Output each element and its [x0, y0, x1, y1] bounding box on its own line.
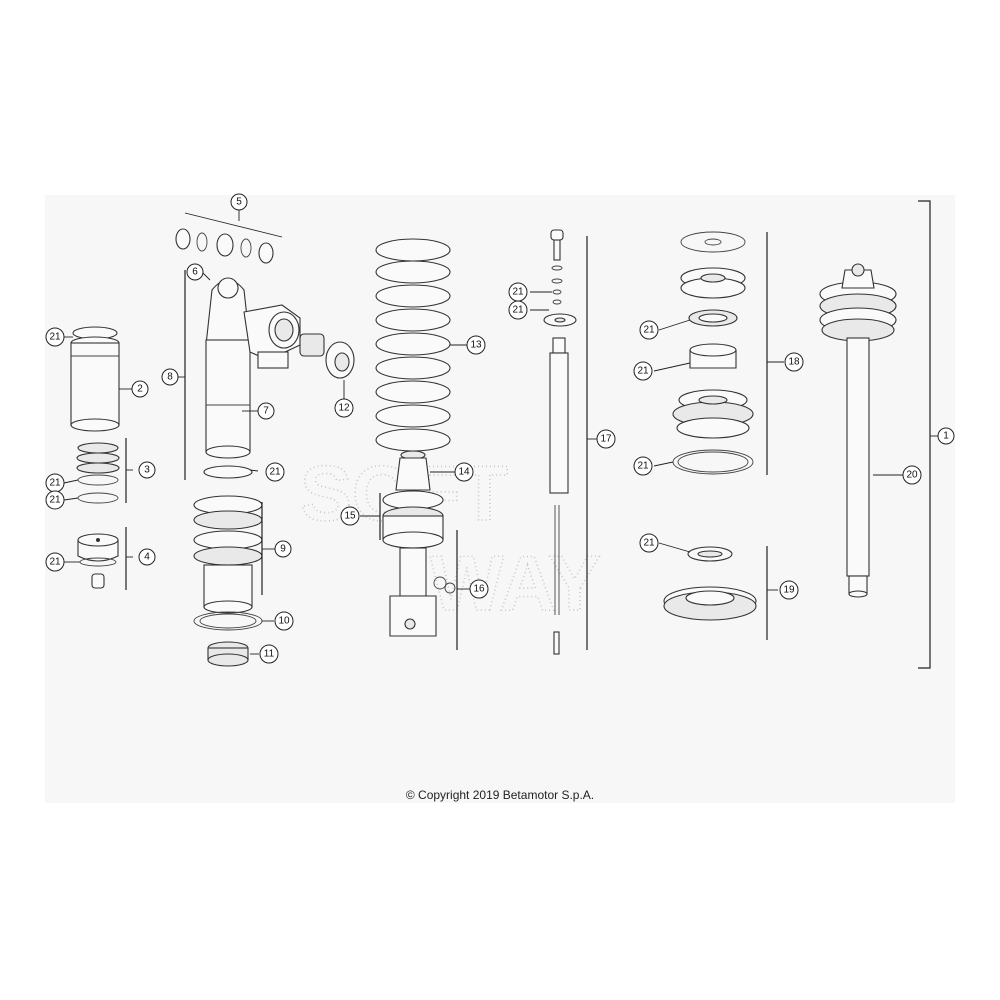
- callout-13: 13: [466, 335, 486, 355]
- part-5-seals: [175, 228, 274, 264]
- callout-21-c: 21: [45, 490, 65, 510]
- callout-8: 8: [161, 368, 179, 386]
- part-10-ring: [193, 611, 263, 631]
- callout-21-k: 21: [639, 533, 659, 553]
- part-12-adjuster: [299, 333, 355, 379]
- callout-21-a: 21: [45, 327, 65, 347]
- svg-text:21: 21: [637, 461, 649, 472]
- callout-21-h: 21: [639, 320, 659, 340]
- callout-5: 5: [230, 193, 248, 211]
- svg-text:21: 21: [269, 467, 281, 478]
- callout-12: 12: [334, 398, 354, 418]
- callout-14: 14: [454, 462, 474, 482]
- callout-7: 7: [257, 402, 275, 420]
- svg-text:10: 10: [278, 616, 290, 627]
- svg-text:1: 1: [943, 431, 949, 442]
- part-17-rod: [543, 229, 577, 655]
- svg-text:8: 8: [167, 372, 173, 383]
- svg-text:7: 7: [263, 406, 269, 417]
- svg-text:21: 21: [49, 557, 61, 568]
- part-9-preload: [193, 465, 263, 614]
- svg-text:21: 21: [643, 538, 655, 549]
- svg-text:17: 17: [600, 434, 612, 445]
- svg-text:21: 21: [512, 305, 524, 316]
- svg-text:15: 15: [344, 511, 356, 522]
- svg-text:21: 21: [49, 332, 61, 343]
- svg-text:14: 14: [458, 467, 470, 478]
- svg-text:5: 5: [236, 197, 242, 208]
- part-18-seal-head: [672, 231, 754, 475]
- callout-10: 10: [274, 611, 294, 631]
- callout-2: 2: [131, 380, 149, 398]
- svg-text:11: 11: [264, 649, 275, 660]
- callout-11: 11: [259, 644, 279, 664]
- svg-text:16: 16: [473, 584, 485, 595]
- part-11-bushing: [207, 641, 249, 667]
- callout-6: 6: [186, 263, 204, 281]
- svg-text:20: 20: [906, 470, 918, 481]
- svg-text:19: 19: [783, 585, 795, 596]
- callout-15: 15: [340, 506, 360, 526]
- callout-20: 20: [902, 465, 922, 485]
- svg-text:13: 13: [470, 340, 482, 351]
- svg-text:6: 6: [192, 267, 198, 278]
- part-7-body: [205, 277, 301, 459]
- callout-3: 3: [138, 461, 156, 479]
- callout-1: 1: [937, 427, 955, 445]
- callout-21-g: 21: [508, 300, 528, 320]
- svg-text:9: 9: [280, 544, 286, 555]
- diagram-sheet: [45, 195, 955, 803]
- callout-16: 16: [469, 579, 489, 599]
- callout-21-d: 21: [45, 552, 65, 572]
- part-3-piston: [76, 442, 120, 504]
- callout-21-e: 21: [265, 462, 285, 482]
- part-13-spring: [375, 238, 451, 452]
- part-16-eye: [389, 547, 456, 637]
- svg-text:2: 2: [137, 384, 143, 395]
- callout-21-j: 21: [633, 456, 653, 476]
- svg-text:21: 21: [49, 478, 61, 489]
- callout-19: 19: [779, 580, 799, 600]
- svg-text:21: 21: [512, 287, 524, 298]
- svg-text:12: 12: [338, 403, 350, 414]
- callout-17: 17: [596, 429, 616, 449]
- callout-21-f: 21: [508, 282, 528, 302]
- callout-21-b: 21: [45, 473, 65, 493]
- svg-text:21: 21: [49, 495, 61, 506]
- callout-21-i: 21: [633, 361, 653, 381]
- callout-9: 9: [274, 540, 292, 558]
- svg-text:21: 21: [643, 325, 655, 336]
- svg-text:4: 4: [144, 552, 150, 563]
- part-14-bumper: [395, 450, 431, 491]
- callout-18: 18: [784, 352, 804, 372]
- copyright-text: © Copyright 2019 Betamotor S.p.A.: [405, 788, 595, 802]
- svg-text:3: 3: [144, 465, 150, 476]
- part-15-collar: [382, 490, 444, 549]
- svg-text:18: 18: [788, 357, 800, 368]
- part-4-cap: [77, 533, 119, 589]
- svg-text:21: 21: [637, 366, 649, 377]
- watermark-line-2: WAY: [430, 539, 601, 627]
- part-19-bottom-plate: [663, 546, 757, 621]
- callout-4: 4: [138, 548, 156, 566]
- part-2-reservoir: [70, 326, 120, 432]
- part-20-damper-body: [819, 263, 897, 598]
